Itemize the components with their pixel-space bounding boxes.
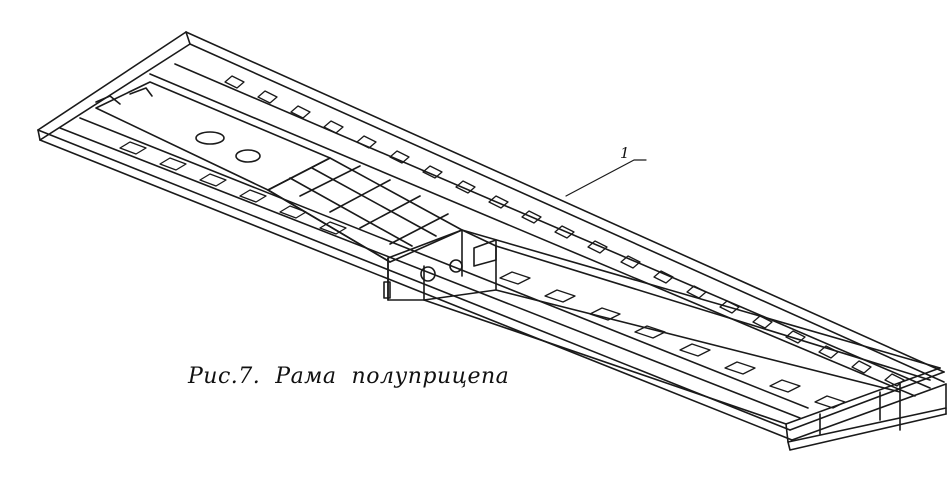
deck-outer-frame	[37, 31, 947, 441]
kingpin-hole-2	[235, 149, 261, 163]
main-longitudinal-beams	[423, 229, 941, 425]
inner-flanges	[59, 63, 931, 419]
bracket-hole-1	[420, 266, 436, 282]
far-side-cross-members	[224, 75, 905, 387]
figure-caption: Рис.7. Рама полуприцепа	[188, 364, 510, 389]
leader-line-1	[565, 159, 647, 197]
callout-label-1: 1	[620, 144, 630, 162]
rear-bumper	[785, 383, 947, 451]
kingpin-hole-1	[195, 131, 225, 145]
coupling-plate	[95, 81, 331, 191]
gooseneck-section	[267, 157, 463, 263]
bracket-hole-2	[449, 259, 463, 273]
